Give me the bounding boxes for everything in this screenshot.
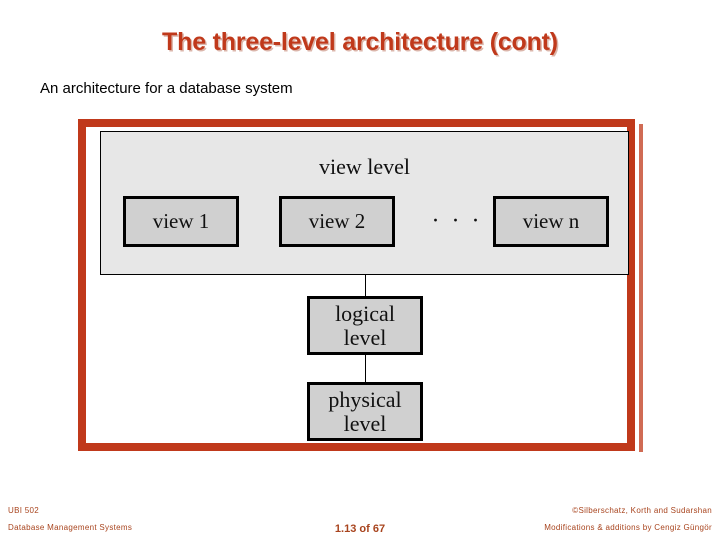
logical-level-label-line1: logical xyxy=(335,301,395,327)
view-box-1: view 1 xyxy=(123,196,239,247)
view-level-group: view level view 1 view 2 · · · view n xyxy=(100,131,629,275)
view-box-2: view 2 xyxy=(279,196,395,247)
view-level-label: view level xyxy=(318,154,411,179)
footer-course-code: UBI 502 xyxy=(8,506,40,515)
physical-level-label-line1: physical xyxy=(328,387,402,413)
logical-level-label-line2: level xyxy=(343,324,387,350)
view-box-n: view n xyxy=(493,196,609,247)
physical-level-label-line2: level xyxy=(343,410,387,436)
logical-level-box: logical level xyxy=(307,296,423,355)
page-title: The three-level architecture (cont) xyxy=(162,28,558,56)
footer-copyright: ©Silberschatz, Korth and Sudarshan xyxy=(572,506,712,515)
slide-subtitle: An architecture for a database system xyxy=(40,80,293,97)
diagram-frame-shadow-bottom xyxy=(83,452,643,456)
ellipsis-icon: · · · xyxy=(431,208,483,234)
footer-course-name: Database Management Systems xyxy=(8,523,133,532)
connector-view-to-logical xyxy=(364,275,366,296)
architecture-diagram: view level view 1 view 2 · · · view n lo… xyxy=(78,119,643,459)
physical-level-box: physical level xyxy=(307,382,423,441)
page-number: 1.13 of 67 xyxy=(334,523,386,535)
diagram-frame-shadow xyxy=(639,124,643,456)
connector-logical-to-physical xyxy=(364,355,366,382)
footer-credit: Modifications & additions by Cengiz Güng… xyxy=(544,523,712,532)
